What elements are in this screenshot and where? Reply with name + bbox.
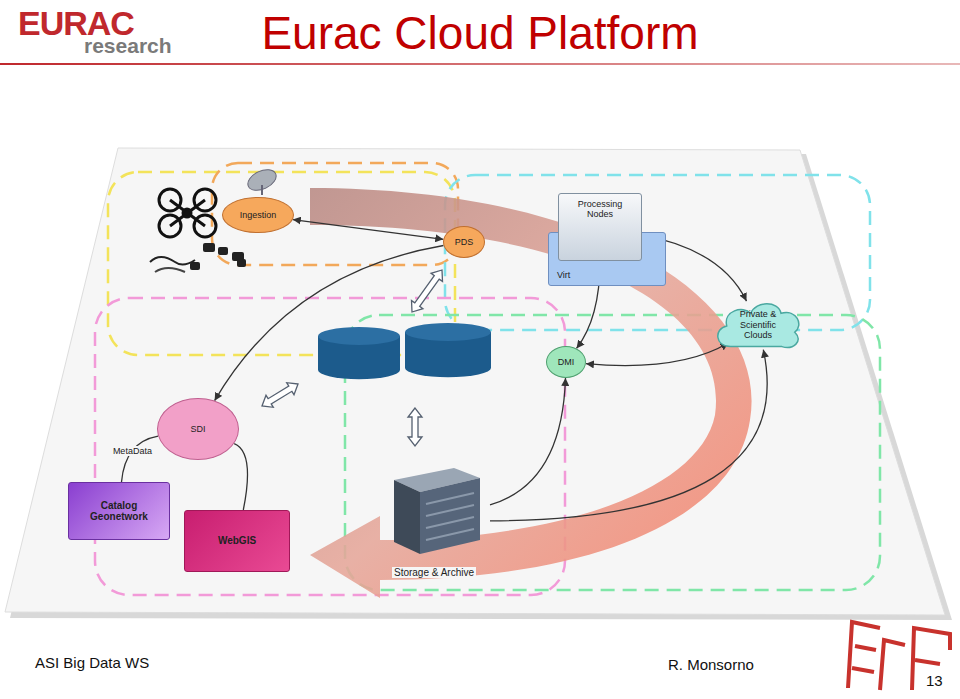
connector	[234, 444, 247, 510]
catalog-box: Catalog Geonetwork	[68, 482, 170, 540]
database-cylinders	[318, 323, 491, 379]
ingestion-circle: Ingestion	[222, 197, 294, 233]
footer-logo	[848, 622, 950, 690]
connector	[122, 436, 159, 482]
page-number: 13	[926, 672, 943, 689]
node-text: PDS	[455, 237, 474, 247]
double-arrow	[408, 408, 422, 446]
node-text: SDI	[190, 424, 205, 434]
node-text: Processing Nodes	[570, 199, 630, 220]
storage-server: Storage & Archive	[378, 462, 490, 580]
pds-circle: PDS	[443, 226, 485, 258]
green-region	[345, 315, 880, 590]
drone-icon	[159, 189, 216, 237]
double-arrow	[412, 270, 443, 312]
double-arrows	[262, 270, 443, 446]
node-text: Storage & Archive	[392, 567, 476, 579]
connector	[293, 220, 444, 240]
connector	[490, 378, 566, 505]
connector	[586, 343, 729, 366]
connector	[215, 246, 444, 401]
sensor-icons	[150, 243, 246, 272]
node-text: DMI	[558, 357, 575, 367]
logo-subtext: research	[84, 34, 172, 58]
header-rule	[0, 63, 960, 65]
node-text: WebGIS	[218, 535, 256, 547]
edge-label: MetaData	[111, 446, 154, 456]
flow-band-arrow	[310, 188, 752, 598]
processing-box: Processing Nodes	[558, 193, 642, 261]
sdi-circle: SDI	[157, 398, 239, 460]
footer-text: ASI Big Data WS	[35, 654, 149, 671]
cloud-shape: Private & Scientific Clouds	[712, 298, 804, 352]
satellite-dish	[245, 166, 280, 195]
cyan-region	[445, 175, 870, 330]
node-text: Virt	[557, 270, 570, 280]
connector	[490, 350, 767, 521]
node-text: Ingestion	[240, 210, 277, 220]
server-icon	[384, 464, 484, 556]
webgis-box: WebGIS	[184, 510, 290, 572]
footer-author: R. Monsorno	[668, 656, 754, 673]
dmi-circle: DMI	[546, 346, 586, 378]
node-text: Catalog Geonetwork	[83, 500, 155, 523]
double-arrow	[262, 383, 298, 408]
node-text: Private & Scientific Clouds	[730, 309, 786, 340]
tilted-plane	[5, 148, 945, 615]
